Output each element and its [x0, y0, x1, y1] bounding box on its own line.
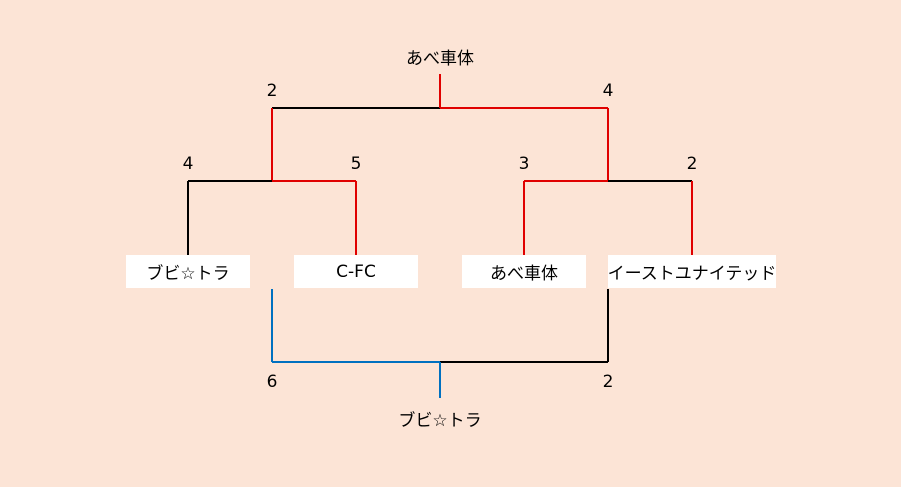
third-left-score: 6 — [266, 372, 278, 392]
semi1-left-score: 4 — [182, 154, 194, 174]
champion-label: あべ車体 — [406, 49, 474, 69]
third-right-score: 2 — [602, 372, 614, 392]
team-box-2: C-FC — [294, 255, 418, 288]
team-box-1: ブビ☆トラ — [126, 255, 250, 288]
final-left-score: 2 — [266, 81, 278, 101]
third-place-winner-label: ブビ☆トラ — [398, 411, 482, 431]
team-box-4: イーストユナイテッド — [608, 255, 776, 288]
semi2-left-score: 3 — [518, 154, 530, 174]
final-right-score: 4 — [602, 81, 614, 101]
team-box-3: あべ車体 — [462, 255, 586, 288]
semi1-right-score: 5 — [350, 154, 362, 174]
semi2-right-score: 2 — [686, 154, 698, 174]
